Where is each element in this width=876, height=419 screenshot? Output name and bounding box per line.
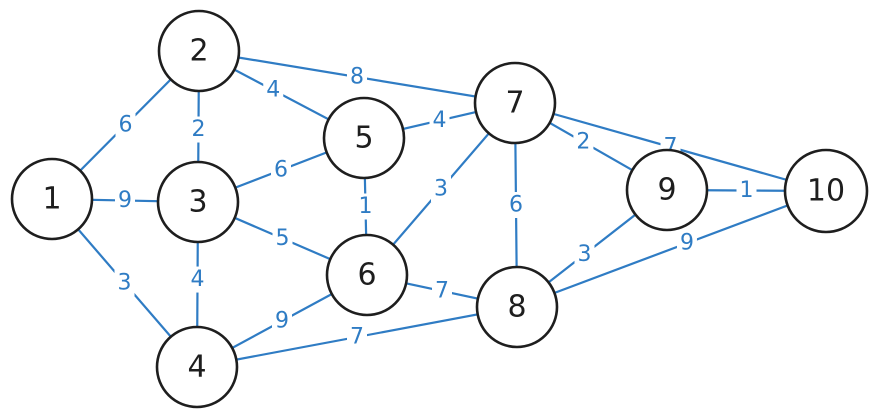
edge-weight-3-4: 4 — [191, 267, 205, 292]
node-circle — [155, 325, 239, 409]
edge-weight-1-2: 6 — [119, 113, 133, 138]
edge-weight-6-8: 7 — [435, 279, 449, 304]
node-2: 2 — [157, 9, 241, 93]
edge-weight-2-5: 4 — [266, 78, 280, 103]
edge-weight-3-6: 5 — [276, 226, 290, 251]
edge-label-background — [676, 230, 697, 257]
node-label: 3 — [188, 185, 207, 220]
edge-weight-2-3: 2 — [191, 117, 205, 142]
edge-weight-6-7: 3 — [434, 177, 448, 202]
edge-labels-layer: 6 9 3 2 4 8 4 6 5 9 7 1 4 3 7 6 2 7 3 9 1 — [114, 64, 757, 350]
edge-weight-8-10: 9 — [680, 231, 694, 256]
node-label: 7 — [505, 86, 524, 121]
node-3: 3 — [156, 160, 240, 244]
edge-label-background — [432, 278, 452, 304]
node-circle — [325, 233, 409, 317]
edge-label-background — [115, 187, 135, 214]
node-5: 5 — [322, 96, 406, 180]
node-1: 1 — [10, 157, 94, 241]
edge-label-background — [263, 77, 284, 104]
node-7: 7 — [473, 61, 557, 145]
node-label: 1 — [42, 182, 61, 217]
node-label: 2 — [189, 34, 208, 69]
edge-weight-1-4: 3 — [118, 271, 132, 296]
edge-weight-8-9: 3 — [578, 242, 592, 267]
edge-label-background — [188, 116, 209, 143]
edge-weight-9-10: 1 — [740, 178, 754, 203]
edge-label-background — [431, 176, 451, 202]
node-8: 8 — [475, 265, 559, 349]
edge-weight-7-9: 2 — [576, 130, 590, 155]
edge-weight-2-7: 8 — [350, 65, 364, 90]
node-label: 4 — [187, 350, 206, 385]
node-circle — [322, 96, 406, 180]
node-label: 6 — [357, 258, 376, 293]
edge-label-background — [272, 308, 292, 334]
node-label: 8 — [507, 290, 526, 325]
edge-8-10 — [515, 189, 828, 309]
edge-label-background — [114, 270, 135, 296]
edge-weight-7-8: 6 — [509, 193, 523, 218]
edge-label-background — [271, 157, 291, 183]
node-circle — [783, 148, 869, 234]
node-circle — [473, 61, 557, 145]
node-9: 9 — [625, 148, 709, 232]
node-label: 9 — [657, 173, 676, 208]
edge-label-background — [115, 112, 136, 138]
edge-label-background — [506, 192, 526, 218]
node-circle — [157, 9, 241, 93]
edge-weight-4-6: 9 — [275, 309, 289, 334]
edge-label-background — [272, 225, 293, 252]
node-circle — [10, 157, 94, 241]
edge-label-background — [347, 324, 367, 350]
edge-label-background — [429, 107, 450, 134]
edge-weight-3-5: 6 — [274, 158, 288, 183]
edge-label-background — [355, 193, 376, 220]
node-label: 5 — [354, 121, 373, 156]
node-circle — [156, 160, 240, 244]
node-label: 10 — [807, 174, 845, 209]
node-circle — [475, 265, 559, 349]
edge-weight-5-7: 4 — [433, 108, 447, 133]
edge-label-background — [187, 266, 208, 293]
edge-weight-1-3: 9 — [118, 188, 132, 213]
node-4: 4 — [155, 325, 239, 409]
edge-label-background — [347, 64, 367, 90]
edge-label-background — [736, 177, 757, 204]
edge-label-background — [574, 241, 595, 268]
edge-weight-4-8: 7 — [350, 325, 364, 350]
edge-weight-5-6: 1 — [359, 194, 373, 219]
node-6: 6 — [325, 233, 409, 317]
nodes-layer: 1 2 3 4 5 6 7 8 9 10 — [10, 9, 869, 409]
node-10: 10 — [783, 148, 869, 234]
node-circle — [625, 148, 709, 232]
edge-label-background — [573, 129, 594, 156]
